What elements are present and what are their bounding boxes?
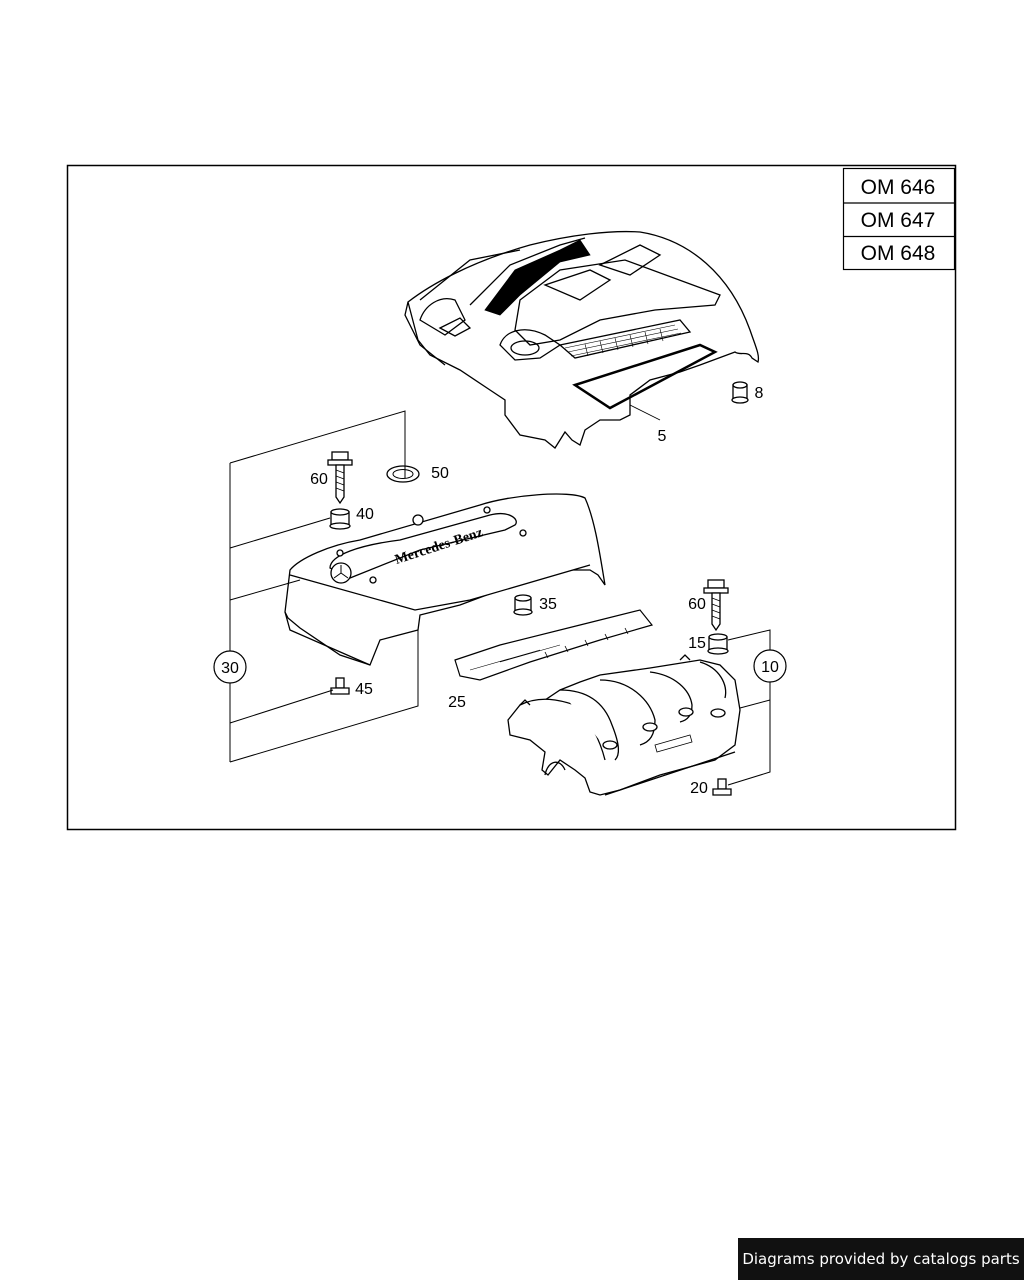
label-part-40: 40 <box>356 506 374 523</box>
engine-cover-top <box>404 230 760 449</box>
bolt-60-left <box>327 451 353 505</box>
label-part-20: 20 <box>690 780 708 797</box>
label-part-15: 15 <box>688 635 706 652</box>
trim-strip-25 <box>454 609 654 681</box>
stud-45 <box>330 677 350 695</box>
engine-code-table: OM 646 OM 647 OM 648 <box>842 167 956 271</box>
engine-code-1: OM 646 <box>861 176 936 199</box>
diagram-frame <box>66 164 957 831</box>
label-part-30: 30 <box>221 660 239 677</box>
bolt-60-right <box>703 579 729 632</box>
label-part-50: 50 <box>431 465 449 482</box>
engine-cover-logo <box>284 493 606 666</box>
stud-20 <box>712 778 732 796</box>
label-part-10: 10 <box>761 659 779 676</box>
engine-code-2: OM 647 <box>861 209 936 232</box>
callout-circle-30 <box>213 650 247 684</box>
grommet-8 <box>731 381 749 404</box>
footer-text: Diagrams provided by catalogs parts <box>742 1250 1020 1268</box>
label-part-8: 8 <box>755 385 764 402</box>
callout-circle-10 <box>753 649 787 683</box>
o-ring-50 <box>386 465 420 483</box>
label-part-35: 35 <box>539 596 557 613</box>
label-part-25: 25 <box>448 694 466 711</box>
label-part-60-right: 60 <box>688 596 706 613</box>
grommet-40 <box>329 508 351 530</box>
label-part-60-left: 60 <box>310 471 328 488</box>
label-part-5: 5 <box>658 428 667 445</box>
grommet-35 <box>513 594 533 616</box>
engine-code-3: OM 648 <box>861 242 936 265</box>
intake-cover-10 <box>507 654 741 796</box>
grommet-15 <box>707 633 729 655</box>
bracket-10 <box>727 629 771 786</box>
label-part-45: 45 <box>355 681 373 698</box>
bracket-30 <box>229 410 419 763</box>
footer-credit: Diagrams provided by catalogs parts <box>738 1238 1024 1280</box>
